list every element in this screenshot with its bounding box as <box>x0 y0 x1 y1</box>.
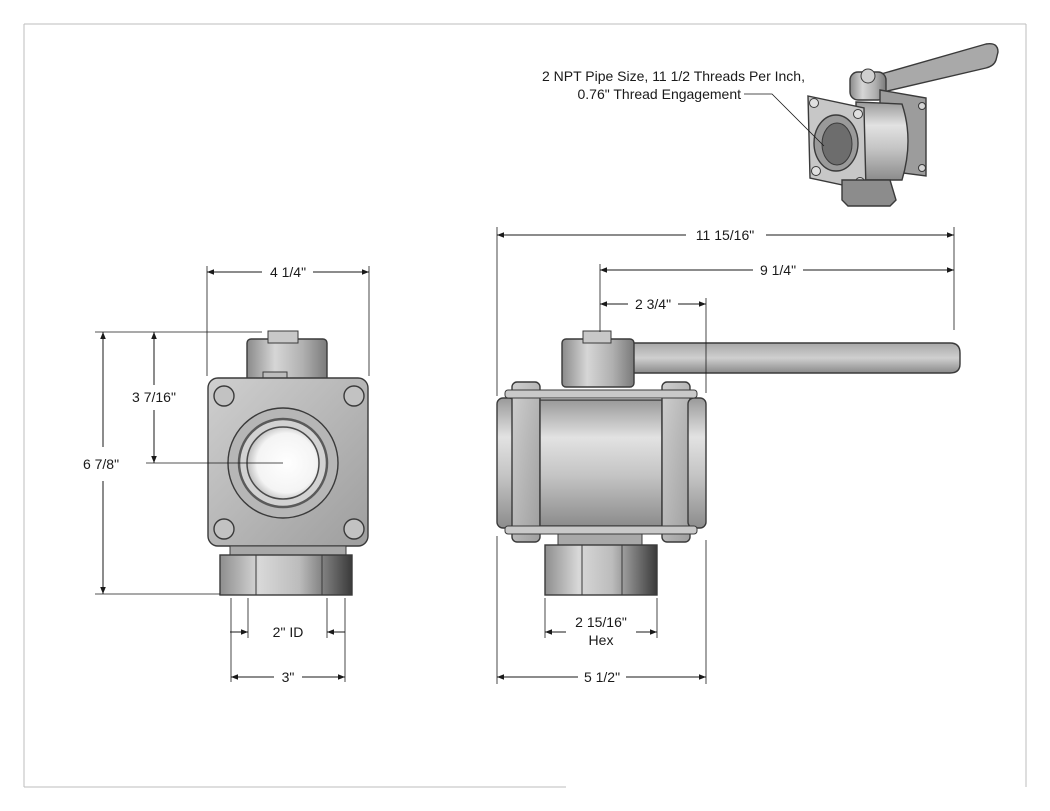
side-view <box>496 330 961 596</box>
iso-lever-handle <box>859 42 999 97</box>
dim-stem-offset: 2 3/4" <box>635 296 671 312</box>
dim-hex-label: Hex <box>589 632 614 648</box>
tie-rod <box>504 525 698 535</box>
bolt-head <box>343 518 365 540</box>
lever-handle <box>599 342 961 374</box>
hex-nut <box>544 544 658 596</box>
bolt-head <box>213 385 235 407</box>
valve-body <box>539 399 663 527</box>
callout-line-1: 2 NPT Pipe Size, 11 1/2 Threads Per Inch… <box>542 68 805 84</box>
front-view <box>207 330 369 596</box>
end-cap-right <box>687 397 707 529</box>
dim-overall-height: 6 7/8" <box>83 456 119 472</box>
dim-bottom-width: 3" <box>282 669 295 685</box>
bolt-head <box>213 518 235 540</box>
stem-nut <box>582 330 612 344</box>
bolt-head <box>343 385 365 407</box>
dim-body-length: 5 1/2" <box>584 669 620 685</box>
sheet-border <box>23 23 1027 788</box>
dim-hex-size: 2 15/16" <box>575 614 627 630</box>
hex-nut <box>219 554 353 596</box>
tie-rod <box>504 389 698 399</box>
iso-port <box>821 122 853 166</box>
dim-center-height: 3 7/16" <box>132 389 176 405</box>
stem-cap <box>561 338 635 388</box>
thread-callout: 2 NPT Pipe Size, 11 1/2 Threads Per Inch… <box>542 68 825 147</box>
isometric-view <box>807 42 999 207</box>
dim-bore-id: 2" ID <box>273 624 304 640</box>
stem-nut <box>267 330 299 344</box>
dim-overall-length: 11 15/16" <box>696 227 754 243</box>
dim-handle-length: 9 1/4" <box>760 262 796 278</box>
dim-top-width: 4 1/4" <box>270 264 306 280</box>
front-dimensions: 4 1/4" 6 7/8" 3 7/16" 2" ID 3" <box>83 264 370 685</box>
side-dimensions: 11 15/16" 9 1/4" 2 3/4" 2 15/16" Hex 5 1… <box>496 227 955 685</box>
callout-line-2: 0.76" Thread Engagement <box>578 86 742 102</box>
